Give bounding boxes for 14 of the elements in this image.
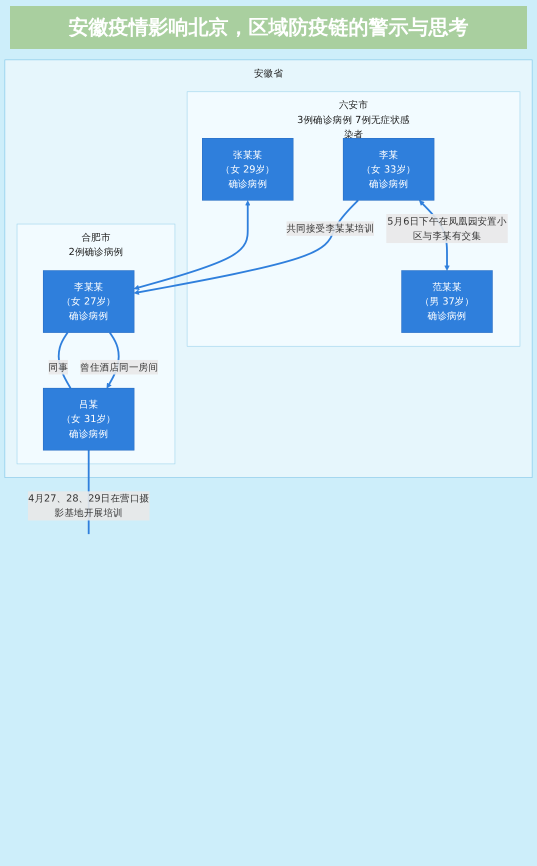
arrow bbox=[134, 200, 250, 290]
connector bbox=[58, 332, 72, 389]
edge-label: 共同接受李某某培训 bbox=[286, 222, 374, 234]
edge-label: 曾住酒店同一房间 bbox=[80, 361, 158, 373]
node-box: 李某 （女 33岁） 确诊病例 bbox=[342, 138, 434, 201]
headline-banner: 安徽疫情影响北京，区域防疫链的警示与思考 bbox=[10, 6, 527, 49]
node-box: 吕某 （女 31岁） 确诊病例 bbox=[42, 388, 134, 451]
edge-label: 5月6日下午在凤凰园安置小区与李某有交集 bbox=[387, 215, 507, 242]
arrow bbox=[134, 200, 359, 295]
edge-label: 同事 bbox=[48, 361, 68, 373]
node-box: 李某某 （女 27岁） 确诊病例 bbox=[42, 270, 134, 333]
edge-label: 4月27、28、29日在营口摄影基地开展培训 bbox=[28, 492, 150, 519]
node-box: 范某某 （男 37岁） 确诊病例 bbox=[401, 270, 493, 333]
node-box: 张某某 （女 29岁） 确诊病例 bbox=[202, 138, 294, 201]
